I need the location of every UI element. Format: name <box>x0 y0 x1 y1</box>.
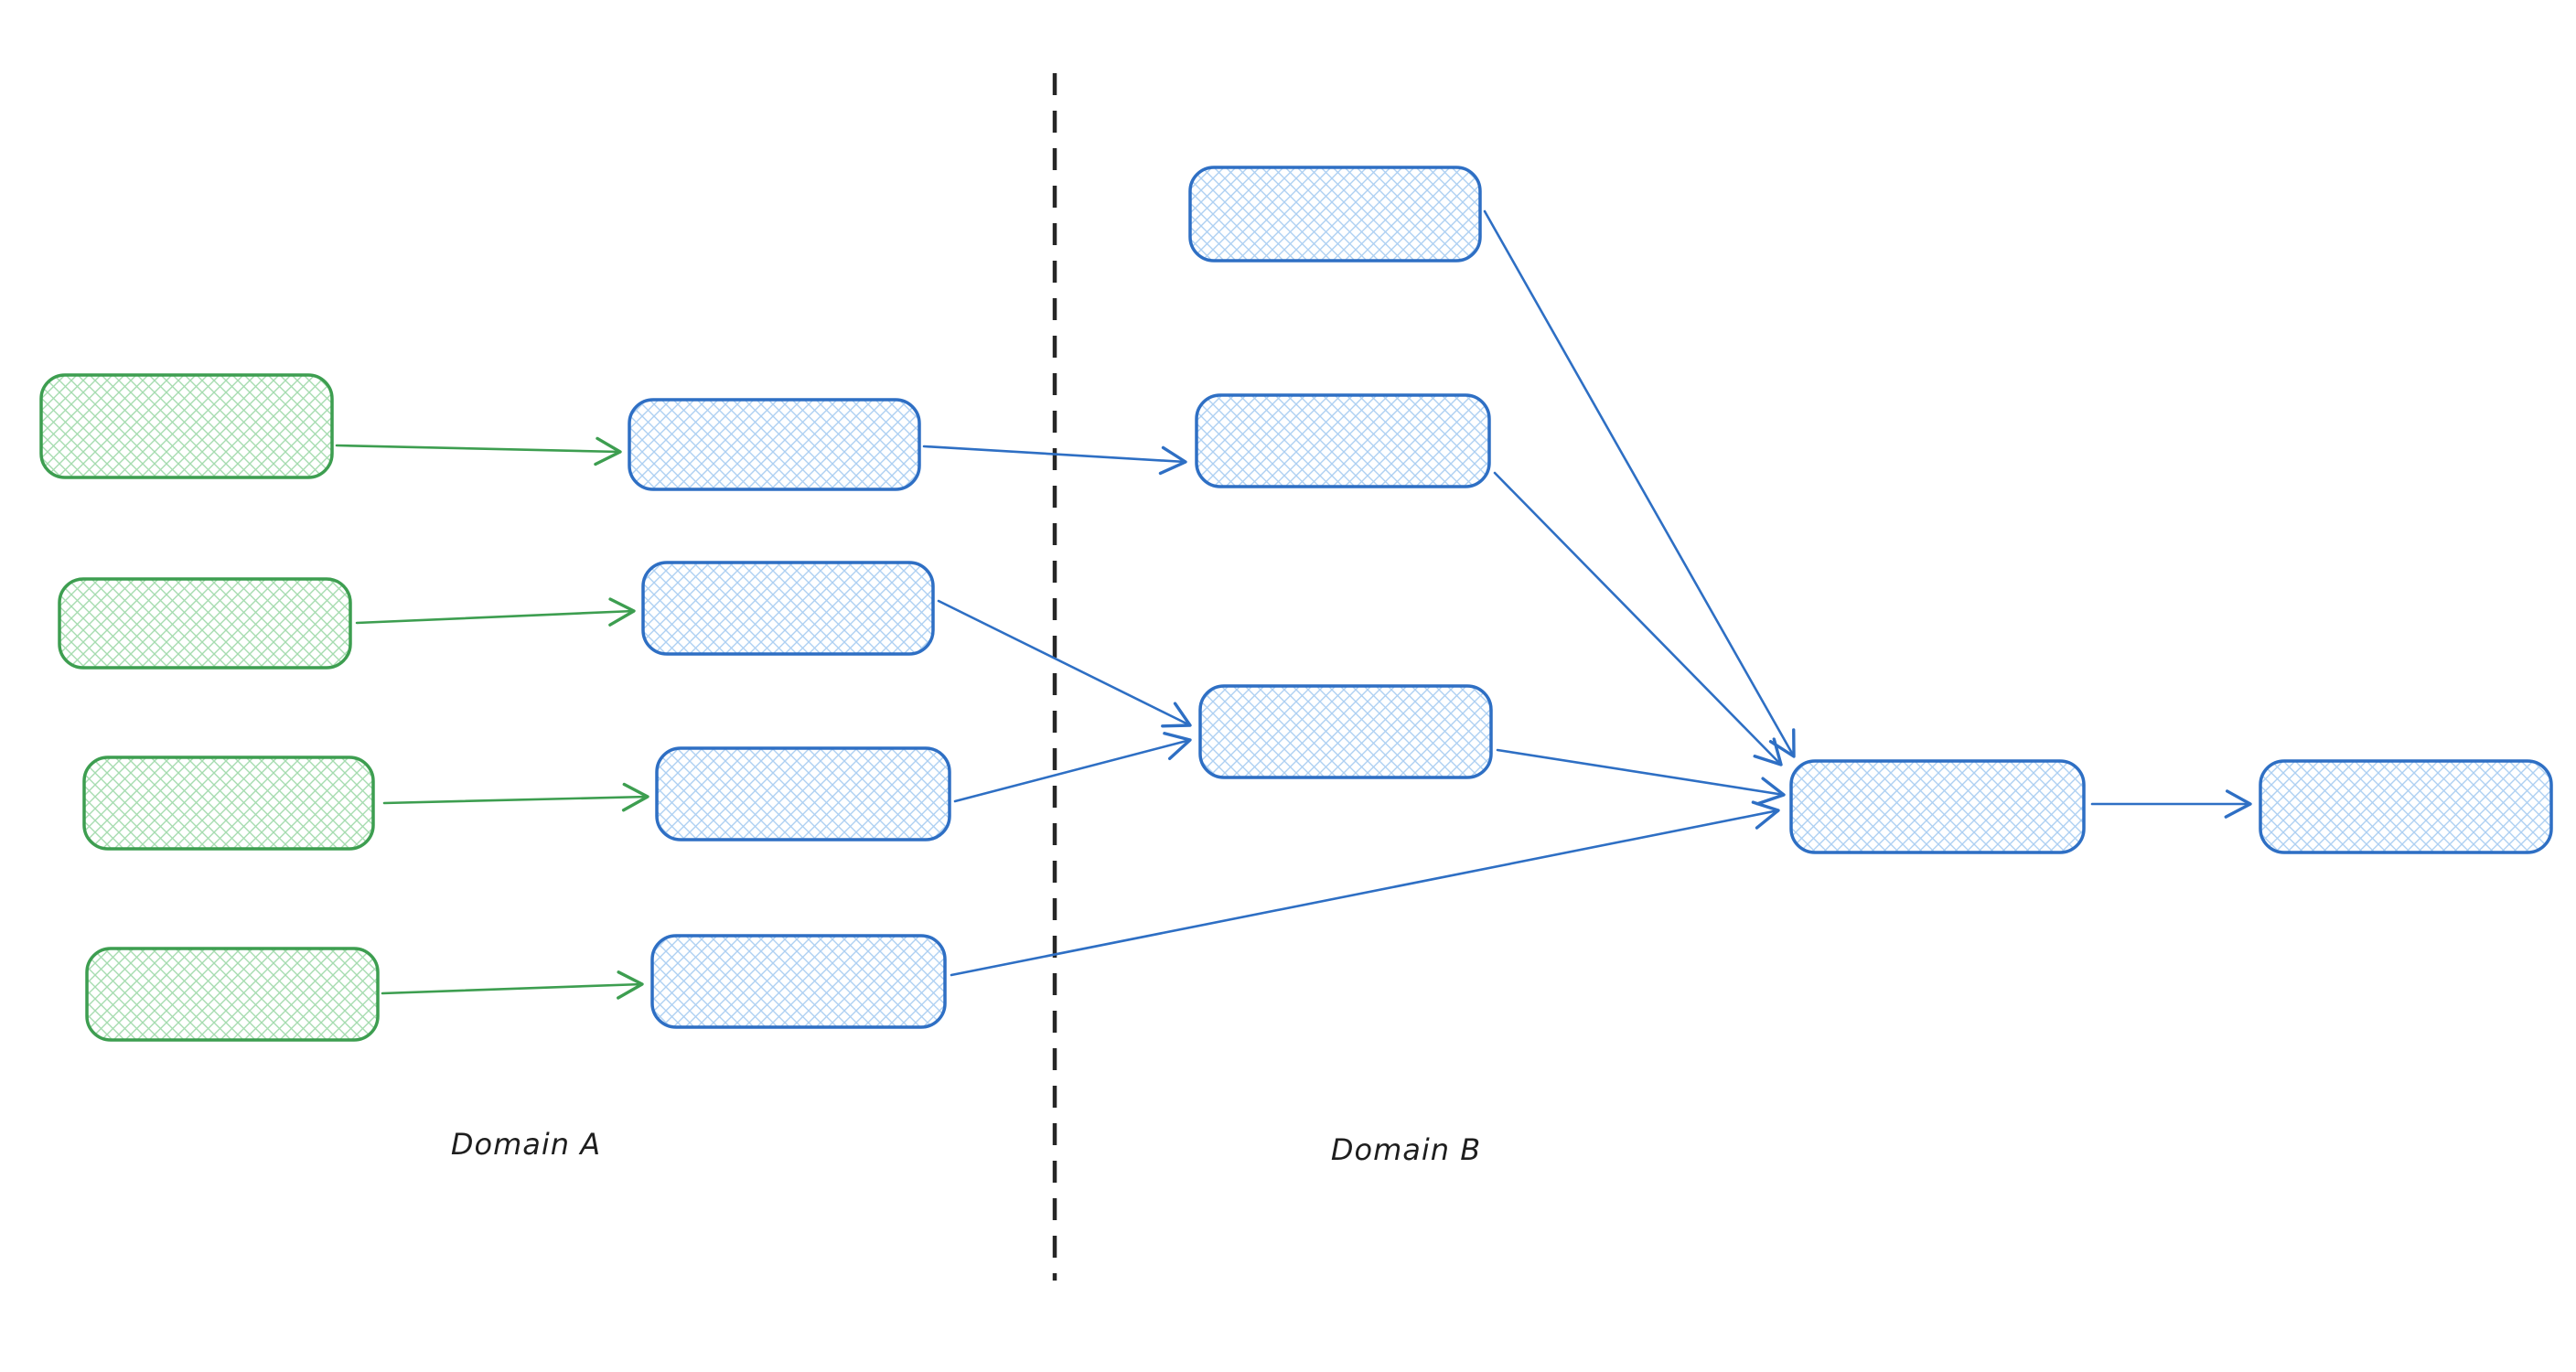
domain-a-stage-box-1 <box>628 398 921 491</box>
arrow-stage4-to-merge <box>950 800 1780 977</box>
arrow-domainb1-to-merge <box>1483 209 1796 758</box>
domain-b-label: Domain B <box>1331 1132 1481 1167</box>
domain-a-stage-box-4 <box>650 934 947 1029</box>
arrow-source4-to-stage4 <box>381 970 644 1000</box>
arrow-source2-to-stage2 <box>355 597 636 627</box>
nodes-layer <box>39 166 2553 1042</box>
domain-a-source-box-1 <box>39 373 334 479</box>
domain-a-source-box-4 <box>85 947 380 1042</box>
domain-a-source-box-2 <box>58 577 352 670</box>
domain-b-box-3 <box>1198 684 1493 779</box>
labels-layer: Domain A Domain B <box>451 1127 1481 1167</box>
domain-b-box-1 <box>1188 166 1482 263</box>
domain-b-merge-box <box>1789 759 2086 854</box>
domain-a-stage-box-3 <box>655 746 951 841</box>
arrow-stage3-to-domainb3 <box>953 732 1192 803</box>
arrow-stage1-to-domainb2 <box>922 445 1187 476</box>
arrow-stage2-to-domainb3 <box>937 599 1192 728</box>
domain-a-stage-box-2 <box>641 561 935 656</box>
edges-layer <box>335 209 2252 1000</box>
arrow-domainb3-to-merge <box>1496 748 1786 806</box>
domain-b-box-2 <box>1195 393 1491 488</box>
domain-b-output-box <box>2259 759 2553 854</box>
domain-a-source-box-3 <box>82 756 375 851</box>
arrow-source3-to-stage3 <box>382 782 649 812</box>
arrow-domainb2-to-merge <box>1493 471 1783 766</box>
domain-a-label: Domain A <box>451 1127 601 1162</box>
arrow-source1-to-stage1 <box>335 436 622 466</box>
